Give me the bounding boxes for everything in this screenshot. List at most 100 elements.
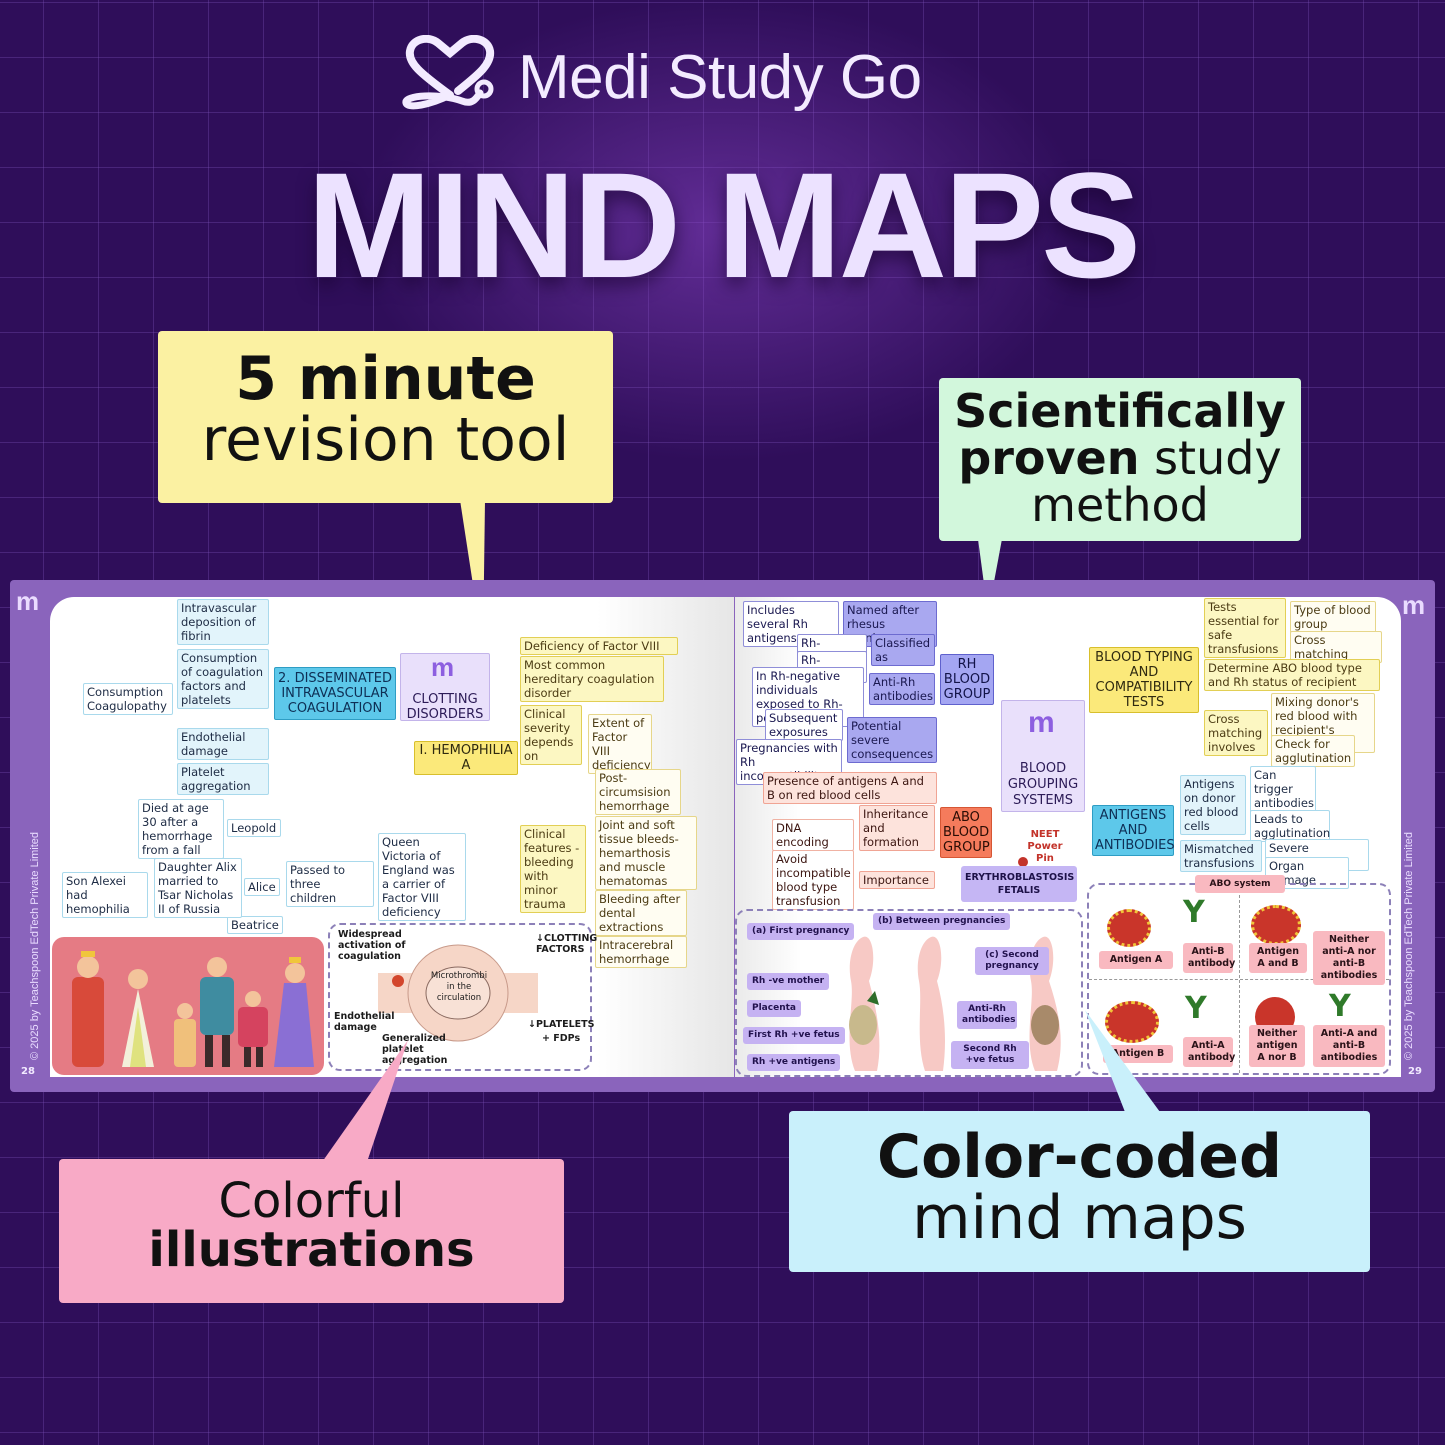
node-dic-alias: Consumption Coagulopathy [83, 683, 173, 715]
copyright-right: © 2025 by Teachspoon EdTech Private Limi… [1403, 831, 1415, 1060]
node-rh-anti-child: In Rh-negative individuals exposed to Rh… [752, 667, 864, 727]
pin-icon [1018, 857, 1028, 867]
node-antigens-mismatch: Mismatched transfusions [1180, 840, 1262, 872]
node-antigens-donor: Antigens on donor red blood cells [1180, 775, 1246, 835]
callout-colorful-bold: illustrations [148, 1221, 475, 1278]
royal-family-figures-icon [72, 951, 314, 1067]
node-feature: Joint and soft tissue bleeds- hemarthosi… [595, 816, 697, 890]
node-abo-avoid: Avoid incompatible blood type transfusio… [772, 850, 854, 910]
node-rh-anti: Anti-Rh antibodies [869, 673, 935, 705]
callout-colorful: Colorful illustrations [59, 1159, 564, 1303]
node-dic-child: Platelet aggregation [177, 763, 269, 795]
copyright-left: © 2025 by Teachspoon EdTech Private Limi… [29, 831, 41, 1060]
rbc-antigen-b-icon [1105, 1001, 1159, 1043]
node-typing-determine: Determine ABO blood type and Rh status o… [1204, 659, 1380, 691]
callout-scientific: Scientifically proven study method [939, 378, 1301, 541]
abo-cell: Anti-A antibody [1183, 1037, 1235, 1067]
preg-between: (b) Between pregnancies [873, 913, 1011, 930]
antibody-icon: Y [1329, 989, 1351, 1024]
node-child: Beatrice [227, 916, 283, 934]
node-dic-child: Consumption of coagulation factors and p… [177, 649, 269, 709]
central-node-label: CLOTTING DISORDERS [406, 692, 484, 722]
preg-anti-rh: Anti-Rh antibodies [957, 1001, 1017, 1029]
node-rh-potential-child: Subsequent exposures [765, 709, 843, 741]
dic-activation: Widespread activation of coagulation [338, 929, 406, 962]
abo-cell: Neither anti-A nor anti-B antibodies [1313, 931, 1385, 985]
callout-scientific-line3: method [1031, 477, 1209, 532]
node-typing-cross: Cross matching involves [1204, 710, 1268, 756]
m-logo-icon: m [16, 586, 40, 616]
central-node-clotting: m CLOTTING DISORDERS [400, 652, 490, 722]
antibody-icon: Y [1183, 895, 1205, 930]
node-dic-title: 2. DISSEMINATED INTRAVASCULAR COAGULATIO… [274, 667, 396, 720]
dic-clotting: ↓CLOTTING FACTORS [536, 933, 598, 955]
page-number-right: 29 [1408, 1066, 1422, 1077]
m-logo-icon: m [1402, 590, 1426, 620]
node-abo-presence: Presence of antigens A and B on red bloo… [763, 772, 937, 804]
node-rh-classified: Classified as [871, 634, 935, 666]
node-feature: Intracerebral hemorrhage [595, 936, 687, 968]
callout-color-coded: Color-coded mind maps [789, 1111, 1370, 1272]
grid-divider [1089, 979, 1389, 980]
callout-color-coded-regular: mind maps [912, 1183, 1247, 1254]
node-severity-child: Extent of Factor VIII deficiency [588, 714, 652, 774]
page-number-left: 28 [21, 1066, 35, 1077]
pregnancy-diagram: (a) First pregnancy (b) Between pregnanc… [735, 909, 1083, 1077]
m-logo-icon: m [431, 652, 455, 682]
preg-first: (a) First pregnancy [747, 923, 855, 940]
node-hemophilia-item: Deficiency of Factor VIII [520, 637, 678, 655]
node-alice-note: Daughter Alix married to Tsar Nicholas I… [154, 858, 242, 918]
callout-revision-tool: 5 minute revision tool [158, 331, 613, 503]
callout-scientific-regular: study [1139, 430, 1282, 485]
callout-revision-regular: revision tool [201, 405, 570, 476]
preg-label: First Rh +ve fetus [743, 1027, 845, 1044]
node-typing-cross-child: Check for agglutination [1271, 735, 1355, 767]
node-child: Leopold [227, 819, 281, 837]
neet-power-pin: NEET Power Pin [1027, 829, 1063, 864]
callout-pointer [1085, 1010, 1160, 1112]
node-dic-child: Endothelial damage [177, 728, 269, 760]
preg-label: Rh -ve mother [747, 973, 830, 990]
node-child: Alice [244, 878, 280, 896]
node-leopold-note: Died at age 30 after a hemorrhage from a… [138, 799, 224, 859]
abo-system-title: ABO system [1195, 875, 1285, 893]
dic-microthrombi: Microthrombi in the circulation [430, 971, 488, 1003]
node-feature: Bleeding after dental extractions [595, 890, 687, 936]
royal-family-illustration [52, 937, 324, 1075]
node-rh-title: RH BLOOD GROUP [940, 654, 994, 705]
node-typing-title: BLOOD TYPING AND COMPATIBILITY TESTS [1089, 647, 1199, 713]
node-abo-inheritance: Inheritance and formation [859, 805, 935, 851]
preg-second: (c) Second pregnancy [975, 947, 1049, 975]
rbc-antigen-ab-icon [1251, 905, 1301, 945]
node-abo-importance: Importance [859, 871, 935, 889]
callout-colorful-regular: Colorful [218, 1173, 405, 1229]
node-erythroblastosis: ERYTHROBLASTOSIS FETALIS [961, 866, 1077, 902]
heart-stethoscope-icon [402, 35, 495, 110]
abo-cell: Neither antigen A nor B [1249, 1025, 1305, 1067]
callout-pointer [320, 1040, 408, 1165]
page-title: MIND MAPS [306, 141, 1141, 309]
preg-second-fetus: Second Rh +ve fetus [951, 1041, 1029, 1069]
abo-cell: Antigen A [1099, 951, 1173, 969]
brand-name: Medi Study Go [518, 42, 922, 112]
abo-system-diagram: Y Y Y Antigen A Anti-B antibody Antigen … [1087, 883, 1391, 1075]
node-typing-tests: Tests essential for safe transfusions [1204, 598, 1286, 658]
node-typing-test-child: Type of blood group [1290, 601, 1376, 633]
node-hemophilia-item: Clinical severity depends on [520, 705, 582, 765]
abo-cell: Anti-B antibody [1183, 943, 1235, 973]
rbc-antigen-a-icon [1107, 909, 1151, 947]
node-rh-potential: Potential severe consequences [847, 717, 937, 763]
preg-label: Rh +ve antigens [747, 1054, 841, 1071]
left-page: Intravascular deposition of fibrin Consu… [50, 597, 734, 1077]
node-antigens-title: ANTIGENS AND ANTIBODIES [1092, 805, 1175, 856]
node-queen-victoria: Queen Victoria of England was a carrier … [378, 833, 466, 921]
node-typing-test-child: Cross matching [1290, 631, 1382, 663]
abo-cell: Antigen A and B [1249, 943, 1307, 973]
callout-scientific-line1: Scientifically [954, 384, 1286, 438]
m-logo-icon: m [1028, 706, 1055, 739]
dic-endothelial: Endothelial damage [334, 1011, 395, 1033]
central-node-label: BLOOD GROUPING SYSTEMS [1007, 761, 1079, 808]
dic-fdps: + FDPs [542, 1033, 581, 1044]
callout-scientific-bold: proven [958, 430, 1140, 485]
node-hemophilia-title: I. HEMOPHILIA A [414, 741, 518, 775]
